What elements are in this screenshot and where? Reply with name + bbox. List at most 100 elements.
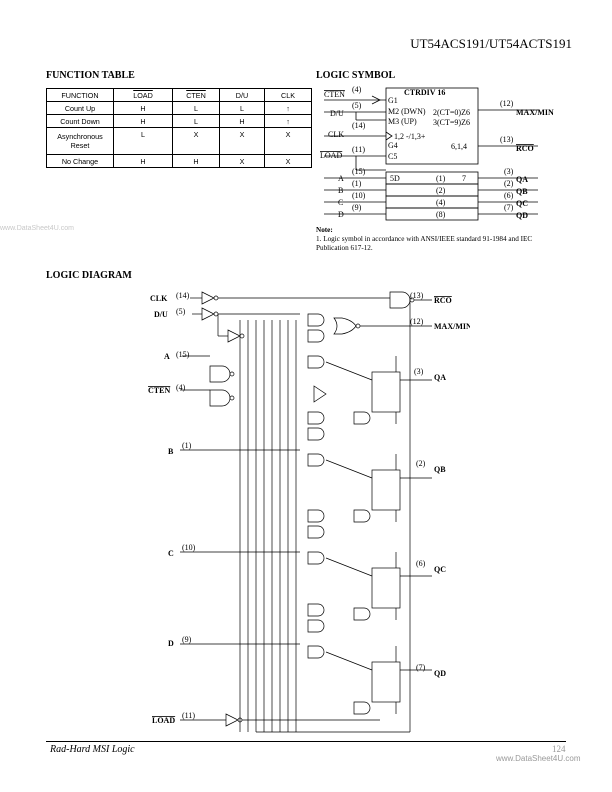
table-cell: L — [113, 127, 173, 155]
table-cell: X — [264, 127, 312, 155]
diagram-pin: (13) — [410, 291, 424, 300]
symbol-bit-mark: 7 — [462, 174, 466, 183]
function-table-heading: FUNCTION TABLE — [46, 70, 135, 81]
table-cell: L — [172, 101, 220, 115]
symbol-internal: M3 (UP) — [388, 117, 417, 126]
symbol-internal: 2(CT=0)Z6 — [433, 108, 470, 117]
table-header-row: FUNCTION LOAD CTEN D/U CLK — [46, 88, 312, 102]
table-row: Count Down H L H ↑ — [46, 114, 312, 128]
diagram-pin: (1) — [182, 441, 192, 450]
symbol-label-rco: RCO — [516, 144, 534, 153]
symbol-pin: (12) — [500, 99, 514, 108]
symbol-label-d: D — [338, 210, 344, 219]
function-table: FUNCTION LOAD CTEN D/U CLK Count Up H L … — [46, 88, 312, 168]
symbol-label-qa: QA — [516, 175, 528, 184]
symbol-block-title: CTRDIV 16 — [404, 88, 445, 97]
symbol-internal: M2 (DWN) — [388, 107, 426, 116]
symbol-label-clk: CLK — [328, 130, 344, 139]
diagram-label-qd: QD — [434, 669, 446, 678]
diagram-label-a: A — [164, 352, 170, 361]
symbol-label-qc: QC — [516, 199, 528, 208]
diagram-pin: (7) — [416, 663, 426, 672]
diagram-pin: (4) — [176, 383, 186, 392]
logic-diagram-heading: LOGIC DIAGRAM — [46, 270, 132, 281]
diagram-pin: (15) — [176, 350, 190, 359]
diagram-pin: (12) — [410, 317, 424, 326]
diagram-label-du: D/U — [154, 310, 168, 319]
symbol-pin: (14) — [352, 121, 366, 130]
watermark-left: www.DataSheet4U.com — [0, 225, 74, 232]
diagram-label-rco: RCO — [434, 296, 452, 305]
symbol-pin: (13) — [500, 135, 514, 144]
footer-rule — [46, 741, 566, 742]
symbol-pin: (4) — [352, 85, 362, 94]
table-cell: L — [219, 101, 265, 115]
table-row: No Change H H X X — [46, 154, 312, 168]
table-cell: X — [219, 127, 265, 155]
symbol-label-qb: QB — [516, 187, 528, 196]
table-cell: L — [172, 114, 220, 128]
table-cell: X — [172, 127, 220, 155]
symbol-pin: (9) — [352, 203, 362, 212]
symbol-internal: G1 — [388, 96, 398, 105]
note-title: Note: — [316, 226, 333, 234]
table-row: Asynchronous Reset L X X X — [46, 127, 312, 155]
symbol-label-maxmin: MAX/MIN — [516, 108, 554, 117]
diagram-label-d: D — [168, 639, 174, 648]
diagram-label-cten: CTEN — [148, 386, 170, 395]
symbol-pin: (11) — [352, 145, 365, 154]
symbol-label-qd: QD — [516, 211, 528, 220]
table-cell: No Change — [46, 154, 114, 168]
diagram-label-qb: QB — [434, 465, 446, 474]
symbol-internal: 3(CT=9)Z6 — [433, 118, 470, 127]
diagram-pin: (9) — [182, 635, 192, 644]
table-cell: Count Up — [46, 101, 114, 115]
symbol-internal: 6,1,4 — [451, 142, 467, 151]
symbol-bit: (8) — [436, 210, 446, 219]
col-cten: CTEN — [172, 88, 220, 102]
symbol-pin: (2) — [504, 179, 514, 188]
symbol-label-b: B — [338, 186, 343, 195]
symbol-pin: (7) — [504, 203, 514, 212]
logic-symbol-heading: LOGIC SYMBOL — [316, 70, 396, 81]
watermark-bottom: www.DataSheet4U.com — [496, 754, 581, 763]
col-du: D/U — [219, 88, 265, 102]
symbol-label-c: C — [338, 198, 343, 207]
diagram-pin: (5) — [176, 307, 186, 316]
table-row: Count Up H L L ↑ — [46, 101, 312, 115]
symbol-pin: (15) — [352, 167, 366, 176]
table-cell: H — [113, 101, 173, 115]
table-cell: ↑ — [264, 114, 312, 128]
table-cell: H — [113, 114, 173, 128]
symbol-internal: G4 — [388, 141, 398, 150]
symbol-pin: (3) — [504, 167, 514, 176]
symbol-label-du: D/U — [330, 109, 344, 118]
col-clk: CLK — [264, 88, 312, 102]
symbol-5d: 5D — [390, 174, 400, 183]
symbol-bit: (2) — [436, 186, 446, 195]
diagram-label-qa: QA — [434, 373, 446, 382]
diagram-pin: (10) — [182, 543, 196, 552]
note-text: 1. Logic symbol in accordance with ANSI/… — [316, 235, 533, 252]
diagram-label-b: B — [168, 447, 174, 456]
symbol-bit: (4) — [436, 198, 446, 207]
table-cell: H — [172, 154, 220, 168]
symbol-label-load: LOAD — [320, 151, 342, 160]
table-cell: H — [219, 114, 265, 128]
diagram-label-clk: CLK — [150, 294, 168, 303]
symbol-pin: (1) — [352, 179, 362, 188]
logic-diagram: CLK (14) D/U (5) A (15) CTEN (4) B (1) C… — [148, 291, 470, 733]
diagram-pin: (14) — [176, 291, 190, 300]
col-function: FUNCTION — [46, 88, 114, 102]
table-cell: ↑ — [264, 101, 312, 115]
diagram-label-maxmin: MAX/MIN — [434, 322, 470, 331]
symbol-label-a: A — [338, 174, 344, 183]
table-cell: H — [113, 154, 173, 168]
symbol-bit: (1) — [436, 174, 446, 183]
logic-symbol-diagram: CTEN (4) D/U (5) CLK (14) LOAD (11) (15)… — [320, 85, 554, 221]
diagram-label-load: LOAD — [152, 716, 175, 725]
diagram-pin: (3) — [414, 367, 424, 376]
diagram-label-c: C — [168, 549, 174, 558]
symbol-internal: 1,2 -/1,3+ — [394, 132, 426, 141]
symbol-label-cten: CTEN — [324, 90, 345, 99]
